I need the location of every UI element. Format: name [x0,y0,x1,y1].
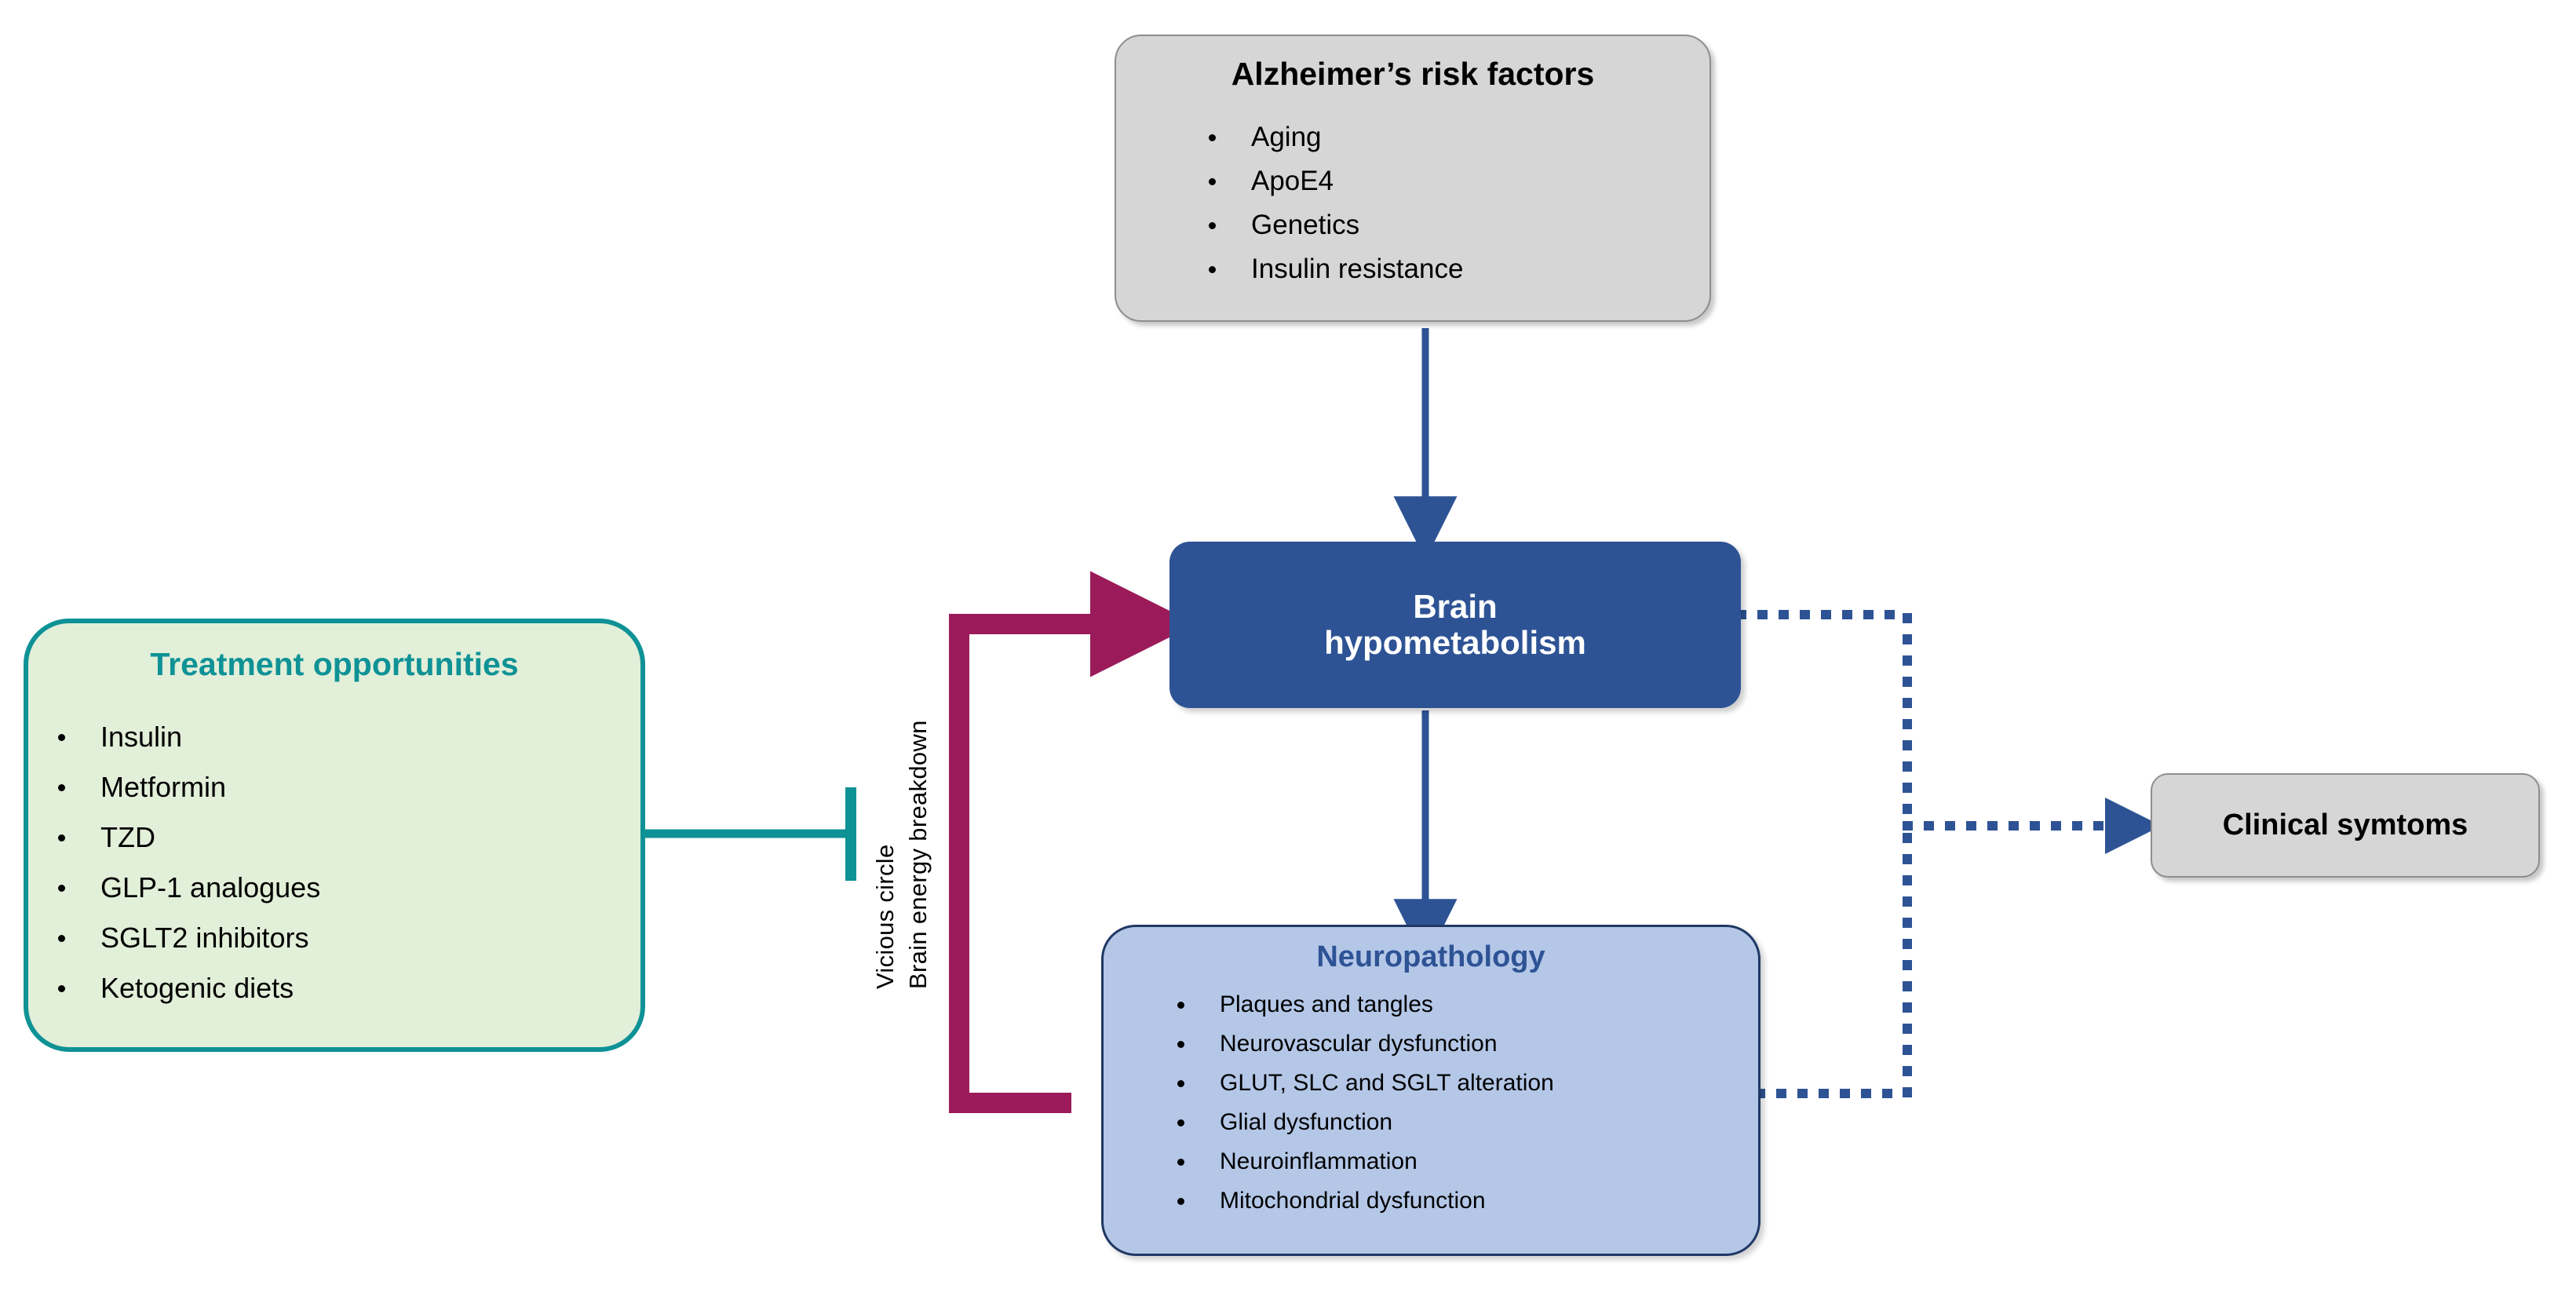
list-item: ApoE4 [1191,159,1709,203]
clinical-symptoms-label: Clinical symtoms [2222,808,2468,841]
list-item: SGLT2 inhibitors [41,913,640,963]
list-item: Neurovascular dysfunction [1160,1024,1758,1064]
list-item: Ketogenic diets [41,963,640,1013]
arrow-vicious-circle [949,571,1196,1113]
neuropathology-heading: Neuropathology [1316,940,1545,973]
risk-factors-heading: Alzheimer’s risk factors [1231,56,1595,92]
treatment-list: Insulin Metformin TZD GLP-1 analogues SG… [28,712,640,1013]
risk-factors-list: Aging ApoE4 Genetics Insulin resistance [1116,115,1709,291]
list-item: Glial dysfunction [1160,1103,1758,1142]
list-item: GLUT, SLC and SGLT alteration [1160,1064,1758,1103]
neuropathology-box: Neuropathology Plaques and tangles Neuro… [1101,925,1761,1256]
vicious-circle-label-line-2: Brain energy breakdown [904,720,932,989]
list-item: Genetics [1191,203,1709,247]
vicious-circle-label-line-1: Vicious circle [871,844,899,989]
hypometabolism-line-1: Brain [1413,587,1498,625]
list-item: GLP-1 analogues [41,863,640,913]
list-item: Aging [1191,115,1709,159]
dotted-neuropathology-to-clinical [1755,821,1912,1098]
neuropathology-list: Plaques and tangles Neurovascular dysfun… [1104,985,1758,1221]
treatment-opportunities-box: Treatment opportunities Insulin Metformi… [24,619,645,1052]
hypometabolism-line-2: hypometabolism [1324,624,1586,661]
treatment-heading: Treatment opportunities [150,646,519,682]
list-item: TZD [41,812,640,863]
list-item: Neuroinflammation [1160,1142,1758,1181]
list-item: Metformin [41,762,640,812]
list-item: Insulin [41,712,640,762]
clinical-symptoms-box: Clinical symtoms [2151,773,2540,878]
risk-factors-box: Alzheimer’s risk factors Aging ApoE4 Gen… [1115,35,1711,322]
list-item: Insulin resistance [1191,247,1709,291]
brain-hypometabolism-label: Brain hypometabolism [1324,587,1586,661]
list-item: Plaques and tangles [1160,985,1758,1024]
dotted-hypometabolism-to-clinical [1736,610,1912,831]
brain-hypometabolism-box: Brain hypometabolism [1169,542,1741,708]
list-item: Mitochondrial dysfunction [1160,1181,1758,1221]
